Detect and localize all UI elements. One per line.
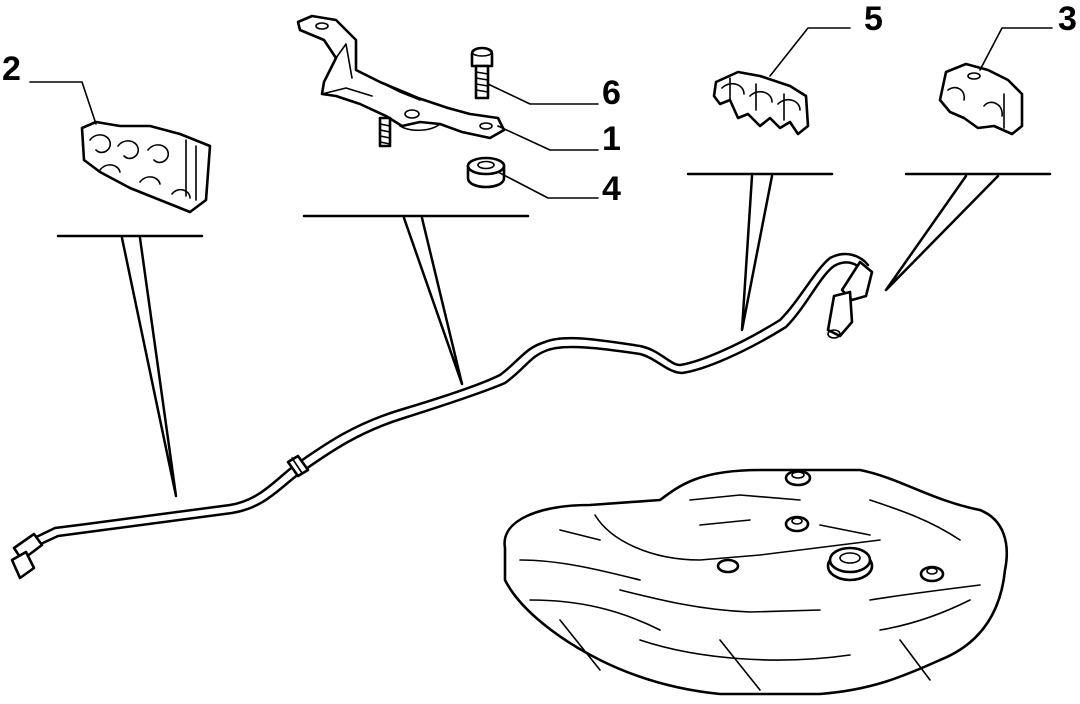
part-5-clip [712, 70, 810, 136]
part-6-bolt [470, 46, 494, 100]
callout-6: 6 [602, 74, 621, 112]
callout-3: 3 [1058, 0, 1077, 38]
fuel-tank [503, 468, 1009, 696]
fuel-pipe [10, 252, 874, 580]
callout-5: 5 [864, 0, 883, 38]
part-3-clip [938, 62, 1024, 136]
callout-1: 1 [602, 120, 621, 158]
part-2-clip [80, 120, 212, 214]
part-1-bracket [296, 14, 506, 148]
callout-2: 2 [2, 50, 21, 88]
group-pointers [56, 172, 1052, 498]
part-4-nut [466, 156, 506, 189]
callout-4: 4 [602, 170, 621, 208]
leader-lines [29, 27, 1053, 199]
